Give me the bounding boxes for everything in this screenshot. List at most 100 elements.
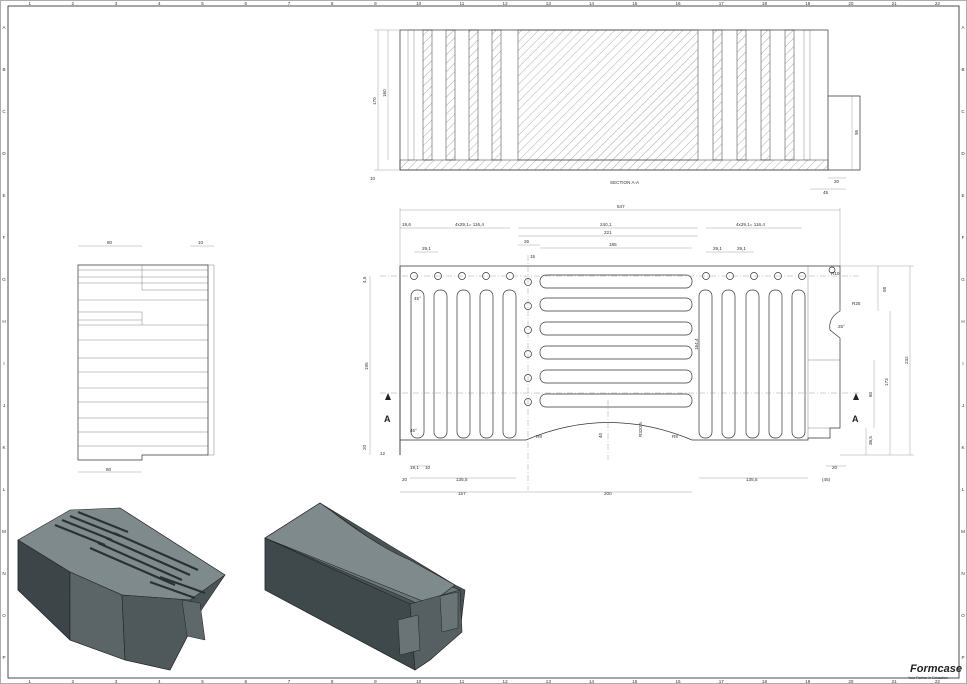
dim-a25: 25°	[838, 324, 845, 329]
zone-number-bottom-20: 21	[892, 679, 898, 684]
zone-number-bottom-11: 12	[503, 679, 509, 684]
zone-number-top-11: 12	[503, 1, 509, 6]
dim-bottom-135-left: 135,5	[456, 477, 468, 482]
zone-number-bottom-9: 10	[416, 679, 422, 684]
zone-letter-left-10: K	[2, 445, 6, 450]
dim-center-span-a: 240,1	[600, 222, 612, 227]
dim-side-bottom-width: 80	[106, 467, 112, 472]
zone-number-bottom-5: 6	[244, 679, 247, 684]
dim-pitch-left: 29,1	[422, 246, 431, 251]
dim-c15: 15	[530, 254, 536, 259]
zone-letter-left-3: D	[2, 151, 6, 156]
brand-tagline: Your Partner in Education	[908, 676, 948, 680]
dim-v20: 20	[362, 444, 367, 450]
zone-number-top-12: 13	[546, 1, 552, 6]
dim-r10: R10	[831, 271, 840, 276]
zone-number-top-6: 7	[288, 1, 291, 6]
dim-left-12: 12	[380, 451, 386, 456]
zone-number-bottom-16: 17	[719, 679, 725, 684]
zone-number-top-10: 11	[459, 1, 464, 6]
zone-number-bottom-1: 2	[72, 679, 75, 684]
zone-letter-right-9: J	[962, 403, 964, 408]
dim-left-offset: 19,6	[402, 222, 411, 227]
zone-letter-right-14: O	[961, 613, 965, 618]
dim-v195: 195	[364, 362, 369, 370]
zone-letter-right-7: H	[961, 319, 964, 324]
zone-number-bottom-13: 14	[589, 679, 595, 684]
zone-number-top-20: 21	[892, 1, 898, 6]
zone-number-top-17: 18	[762, 1, 768, 6]
zone-number-top-2: 3	[115, 1, 118, 6]
dim-pitch-right-a: 29,1	[713, 246, 722, 251]
dim-a45-bottom: 45°	[410, 428, 417, 433]
zone-letter-left-13: N	[2, 571, 5, 576]
zone-number-bottom-17: 18	[762, 679, 768, 684]
zone-letter-left-2: C	[2, 109, 6, 114]
dim-a45-top: 45°	[414, 296, 421, 301]
isometric-slotted-model	[17, 507, 226, 671]
dim-bottom-right-b: 45	[823, 190, 829, 195]
zone-letter-right-15: P	[961, 655, 964, 660]
zone-number-bottom-7: 8	[331, 679, 334, 684]
zone-number-top-3: 4	[158, 1, 161, 6]
zone-letter-right-6: G	[961, 277, 965, 282]
zone-number-top-19: 20	[848, 1, 854, 6]
hole-column	[524, 278, 532, 406]
zone-number-bottom-21: 22	[935, 679, 941, 684]
zone-number-bottom-10: 11	[459, 679, 464, 684]
zone-number-top-0: 1	[28, 1, 31, 6]
dim-bottom-right-a: 20	[834, 179, 840, 184]
zone-number-bottom-4: 5	[201, 679, 204, 684]
zone-letter-right-0: A	[961, 25, 965, 30]
sheet-border-inner	[7, 5, 960, 679]
section-marker-left: A	[384, 414, 391, 424]
dim-right-step: 95	[854, 129, 859, 135]
dim-overall: 547	[617, 204, 625, 209]
dim-center-slot: 185	[609, 242, 617, 247]
zone-number-top-4: 5	[201, 1, 204, 6]
zone-number-top-9: 10	[416, 1, 422, 6]
zone-number-top-16: 17	[719, 1, 725, 6]
zone-letter-right-4: E	[961, 193, 964, 198]
zone-number-bottom-18: 19	[805, 679, 811, 684]
dim-r8-right: R8	[672, 434, 678, 439]
side-view: 80 10 80	[77, 240, 215, 473]
dim-side-top-width: 80	[107, 240, 113, 245]
dim-left-4x: 4,5	[362, 276, 367, 283]
dim-inner-height: 160	[382, 89, 387, 97]
zone-letter-left-6: G	[2, 277, 6, 282]
dim-bottom-157: 157	[458, 491, 466, 496]
zone-number-top-21: 22	[935, 1, 941, 6]
section-marker-right: A	[852, 414, 859, 424]
dim-r-arc: R320,5	[638, 422, 643, 437]
dim-v232: 232	[904, 356, 909, 364]
zone-letter-right-1: B	[961, 67, 964, 72]
dim-bottom-45-right: (45)	[822, 477, 831, 482]
zone-letter-right-3: D	[961, 151, 965, 156]
zone-number-bottom-2: 3	[115, 679, 118, 684]
hole-row-top	[410, 266, 836, 280]
zone-number-bottom-0: 1	[28, 679, 31, 684]
zone-letter-left-15: P	[2, 655, 5, 660]
zone-number-top-13: 14	[589, 1, 595, 6]
dim-base: 10	[370, 176, 376, 181]
zone-letter-right-5: F	[962, 235, 965, 240]
zone-letter-left-12: M	[2, 529, 6, 534]
dim-r8-left: R8	[536, 434, 542, 439]
dim-overall-height: 170	[372, 97, 377, 105]
zone-letter-left-0: A	[2, 25, 6, 30]
zone-number-bottom-15: 16	[675, 679, 681, 684]
plan-view: A A 547 19,6 4x29,1= 116,4 240,1 221 4x2…	[362, 204, 914, 496]
dim-v365: 36,5	[868, 436, 873, 445]
zone-number-bottom-14: 15	[632, 679, 638, 684]
dim-side-top-right: 10	[198, 240, 204, 245]
dim-bottom-20-right: 20	[832, 465, 838, 470]
zone-letter-right-11: L	[962, 487, 965, 492]
zone-number-bottom-19: 20	[848, 679, 854, 684]
section-view: 170 160 10 95 20 45 SECTION A-A	[370, 29, 861, 195]
zone-number-top-14: 15	[632, 1, 638, 6]
zone-letter-left-5: F	[3, 235, 6, 240]
dim-v40: 40	[598, 432, 603, 438]
zone-letter-left-11: L	[3, 487, 6, 492]
